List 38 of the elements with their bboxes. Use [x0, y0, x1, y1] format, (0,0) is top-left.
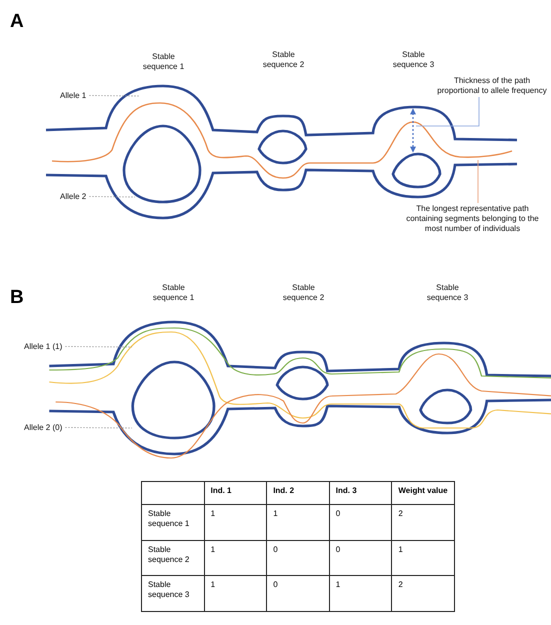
leader-line — [64, 346, 132, 348]
sequence-label: Stable sequence 3 — [392, 50, 436, 70]
table-cell: 1 — [204, 504, 267, 540]
panel-letter: B — [10, 288, 24, 308]
table-cell: 1 — [329, 576, 392, 612]
callout-text: Allele 1 (1) — [24, 342, 74, 352]
panel-letter: A — [10, 12, 24, 32]
table-cell: 2 — [392, 504, 454, 540]
table-cell: 2 — [392, 576, 454, 612]
leader-line — [88, 196, 136, 198]
sequence-label: Stable sequence 1 — [142, 52, 186, 72]
sequence-label: Stable sequence 2 — [262, 50, 306, 70]
table-cell: 1 — [266, 504, 330, 540]
table-cell: 0 — [329, 540, 392, 576]
table-cell: 1 — [392, 540, 454, 576]
sequence-label: Stable sequence 3 — [426, 283, 470, 303]
callout-text: Allele 2 (0) — [24, 423, 74, 433]
sequence-label: Stable sequence 2 — [282, 283, 326, 303]
table-cell: Ind. 1 — [204, 482, 267, 505]
table-cell: 0 — [266, 540, 330, 576]
sequence-label: Stable sequence 1 — [152, 283, 196, 303]
table-cell: 0 — [329, 504, 392, 540]
callout-text: Allele 1 — [60, 91, 92, 101]
leader-line — [88, 95, 140, 96]
table-cell: Ind. 3 — [329, 482, 392, 505]
callout-text: Allele 2 — [60, 192, 92, 202]
table-cell: Weight value — [392, 482, 454, 505]
leader-line — [416, 96, 480, 126]
callout-text: The longest representative path containing segments belonging to the most number of individuals — [400, 204, 545, 234]
table-cell: Stable sequence 3 — [142, 576, 204, 612]
table-cell: Ind. 2 — [266, 482, 330, 505]
table-cell: 0 — [266, 576, 330, 612]
table-cell: 1 — [204, 576, 267, 612]
table-cell: 1 — [204, 540, 267, 576]
table-cell: Stable sequence 1 — [142, 504, 204, 540]
table-cell: Stable sequence 2 — [142, 540, 204, 576]
leader-line — [64, 427, 132, 428]
callout-text: Thickness of the path proportional to allele frequency — [436, 76, 548, 96]
